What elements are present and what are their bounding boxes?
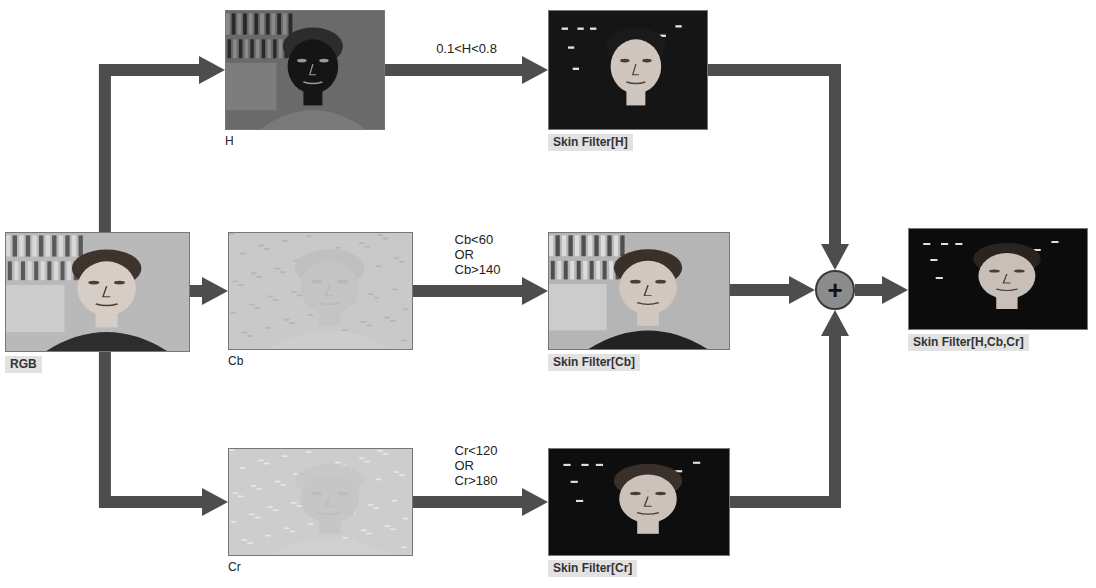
image-caption: Cb [228,354,243,369]
image-caption: Cr [228,560,241,575]
arrow-connector [413,496,528,508]
arrow-connector [105,352,208,502]
threshold-label: Cr<120 OR Cr>180 [455,443,507,488]
image-caption: Skin Filter[Cr] [548,560,637,577]
image-caption: Skin Filter[H,Cb,Cr] [908,334,1029,351]
image-frame [548,232,730,350]
arrow-connector [708,70,835,250]
photo-thumbnail [6,233,189,351]
arrow-connector [105,70,205,232]
photo-thumbnail [909,229,1087,329]
image-frame [225,10,385,130]
arrow-connector [190,285,208,297]
arrow-connector [413,285,528,297]
image-panel: Skin Filter[H] [548,10,708,151]
image-panel: Skin Filter[Cr] [548,448,730,577]
image-frame [228,232,413,350]
threshold-label: 0.1<H<0.8 [436,41,497,56]
photo-thumbnail [229,233,412,349]
image-caption: Skin Filter[Cb] [548,354,640,371]
photo-thumbnail [549,449,729,555]
photo-thumbnail [549,233,729,349]
sum-circle: + [815,270,855,310]
image-frame [548,10,708,130]
image-panel: RGB [5,232,190,373]
image-panel: Skin Filter[H,Cb,Cr] [908,228,1088,351]
image-frame [5,232,190,352]
sum-sign: + [827,277,842,303]
image-frame [228,448,413,556]
image-panel: Skin Filter[Cb] [548,232,730,371]
arrow-connector [385,64,528,76]
arrow-connector [730,330,835,502]
sum-symbol: + [815,270,855,310]
photo-thumbnail [549,11,707,129]
image-caption: H [225,134,234,149]
arrow-connector [855,284,888,296]
photo-thumbnail [226,11,384,129]
image-frame [548,448,730,556]
image-caption: Skin Filter[H] [548,134,633,151]
image-frame [908,228,1088,330]
image-panel: Cb [228,232,413,369]
image-panel: Cr [228,448,413,575]
image-panel: H [225,10,385,149]
arrow-connector [730,284,795,296]
threshold-label: Cb<60 OR Cb>140 [455,232,507,277]
photo-thumbnail [229,449,412,555]
image-caption: RGB [5,356,42,373]
